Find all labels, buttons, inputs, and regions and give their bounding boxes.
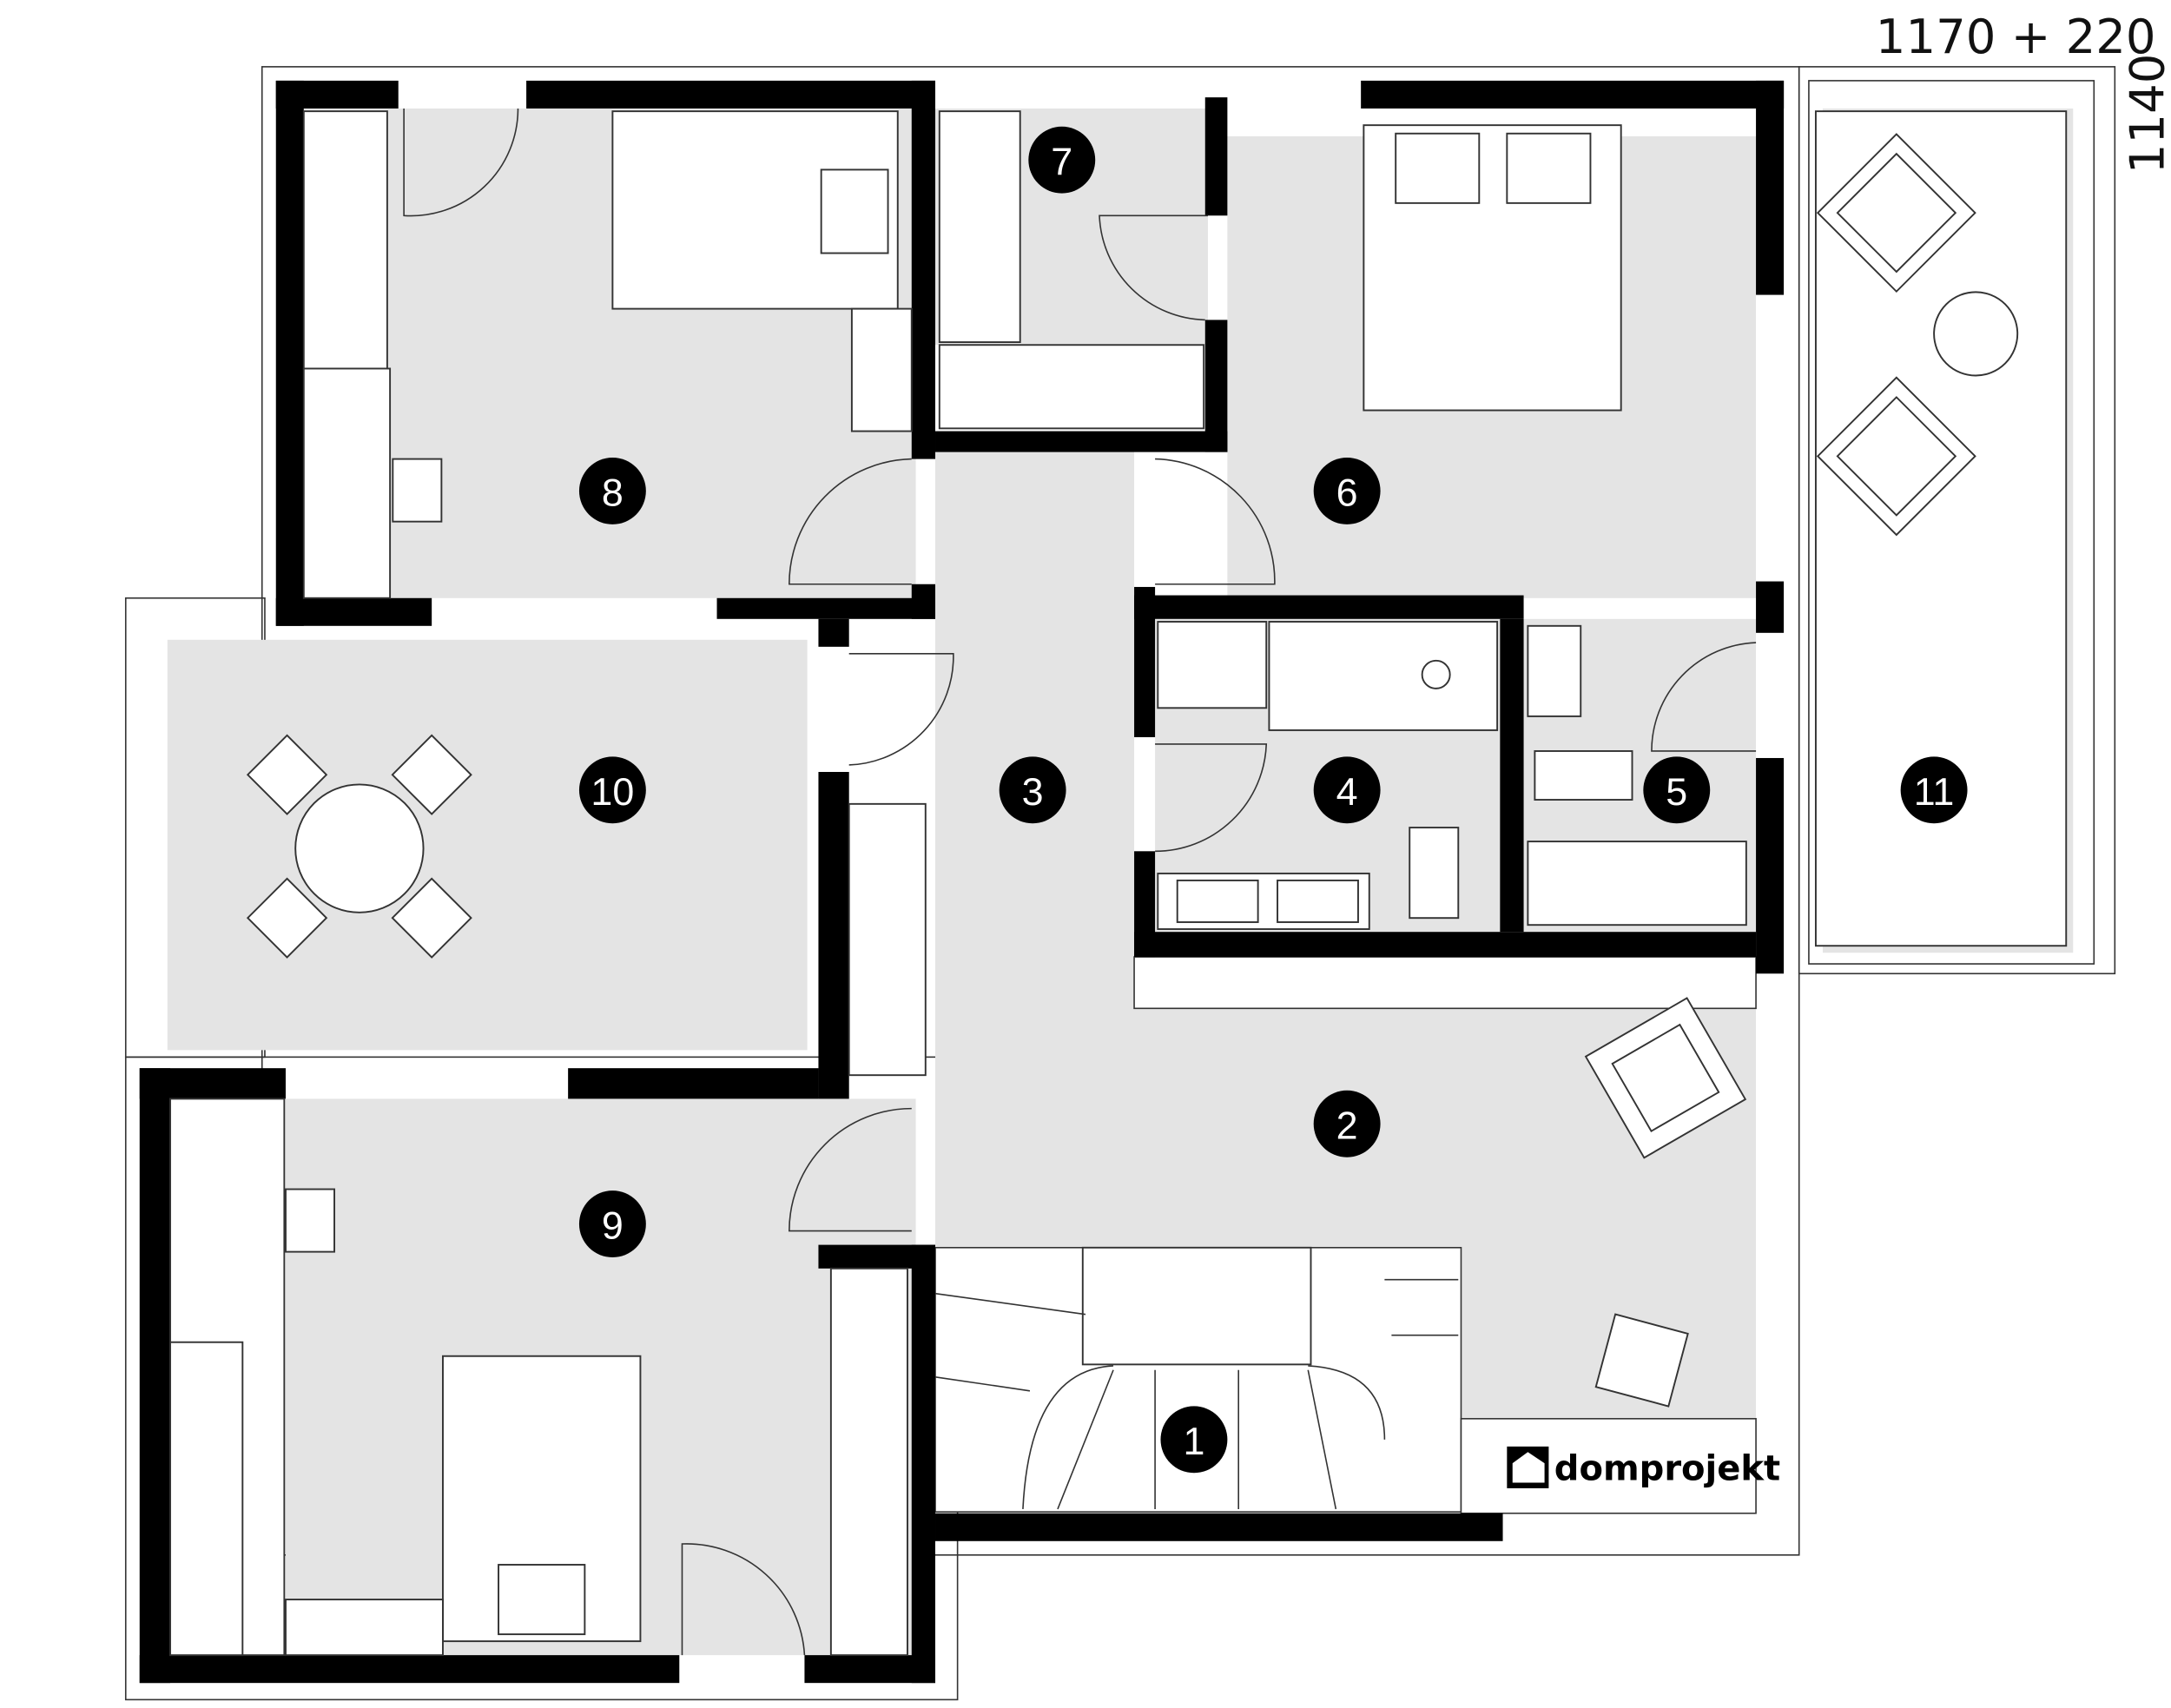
dining-table <box>294 783 425 913</box>
room-label-7: 7 <box>1028 126 1096 194</box>
room-label-11: 11 <box>1900 756 1968 824</box>
room-number: 5 <box>1666 769 1687 814</box>
furniture <box>169 110 2068 1657</box>
room-label-6: 6 <box>1313 457 1381 524</box>
room-number: 7 <box>1051 139 1072 183</box>
room-10-floor <box>167 639 808 1051</box>
room-number: 8 <box>602 471 624 515</box>
sink-room-5 <box>1527 624 1582 717</box>
sink <box>1277 879 1359 923</box>
bench-room-9 <box>285 1599 444 1657</box>
room-number: 1 <box>1183 1419 1204 1463</box>
dining-chair <box>391 734 472 815</box>
pillow <box>498 1564 586 1636</box>
room-number: 3 <box>1022 769 1044 814</box>
toilet <box>1409 827 1460 920</box>
room-label-1: 1 <box>1160 1406 1228 1474</box>
dining-chair <box>246 734 328 815</box>
room-number: 2 <box>1336 1103 1358 1147</box>
room-number: 11 <box>1914 769 1955 814</box>
bathroom-counter <box>1268 621 1499 731</box>
pillow <box>1395 132 1481 204</box>
wardrobe-room-7 <box>938 110 1021 344</box>
room-label-4: 4 <box>1313 756 1381 824</box>
domprojekt-logo: domprojekt <box>1507 1446 1780 1488</box>
room-number: 9 <box>602 1204 624 1248</box>
room-label-10: 10 <box>578 756 646 824</box>
desk-room-8 <box>302 367 392 599</box>
room-label-5: 5 <box>1643 756 1711 824</box>
pillow <box>820 168 889 254</box>
wardrobe-room-8 <box>302 110 388 370</box>
dimension-depth: 1140 <box>2119 54 2171 175</box>
hall-ledge <box>1133 956 1757 1010</box>
room-number: 6 <box>1336 471 1358 515</box>
room-label-8: 8 <box>578 457 646 524</box>
room-number: 10 <box>591 769 634 814</box>
room-label-9: 9 <box>578 1190 646 1258</box>
toilet-room-5 <box>1534 750 1633 801</box>
armchair <box>1584 997 1747 1159</box>
chair <box>1594 1313 1689 1408</box>
room-labels: 1 2 3 4 5 6 7 8 9 10 11 <box>578 126 1968 1474</box>
bathtub <box>1527 841 1747 927</box>
chair-room-9 <box>285 1188 335 1253</box>
stair-treads <box>934 1278 1459 1510</box>
lounge-chair <box>1816 376 1976 537</box>
chair-room-8 <box>392 458 443 523</box>
stair-landing <box>1081 1246 1312 1366</box>
room-label-3: 3 <box>999 756 1066 824</box>
wardrobe-room-9 <box>829 1267 908 1657</box>
room-number: 4 <box>1336 769 1358 814</box>
nightstand <box>850 307 913 432</box>
house-shape <box>1512 1452 1545 1483</box>
doors <box>403 108 1757 1656</box>
dimension-width: 1170 + 220 <box>1876 9 2156 64</box>
room-label-2: 2 <box>1313 1090 1381 1157</box>
dining-chair <box>246 877 328 959</box>
logo-text: domprojekt <box>1554 1448 1780 1488</box>
wardrobe-hall <box>848 802 927 1077</box>
shelf-room-7 <box>938 344 1205 430</box>
pillow <box>1506 132 1592 204</box>
wardrobe-room-9-left <box>169 1341 244 1657</box>
terrace-table <box>1933 291 2019 377</box>
dining-chair <box>391 877 472 959</box>
washbasin <box>1421 659 1451 689</box>
walls <box>139 80 1785 1684</box>
shower <box>1157 621 1268 709</box>
sink <box>1176 879 1259 923</box>
lounge-chair <box>1816 133 1976 293</box>
